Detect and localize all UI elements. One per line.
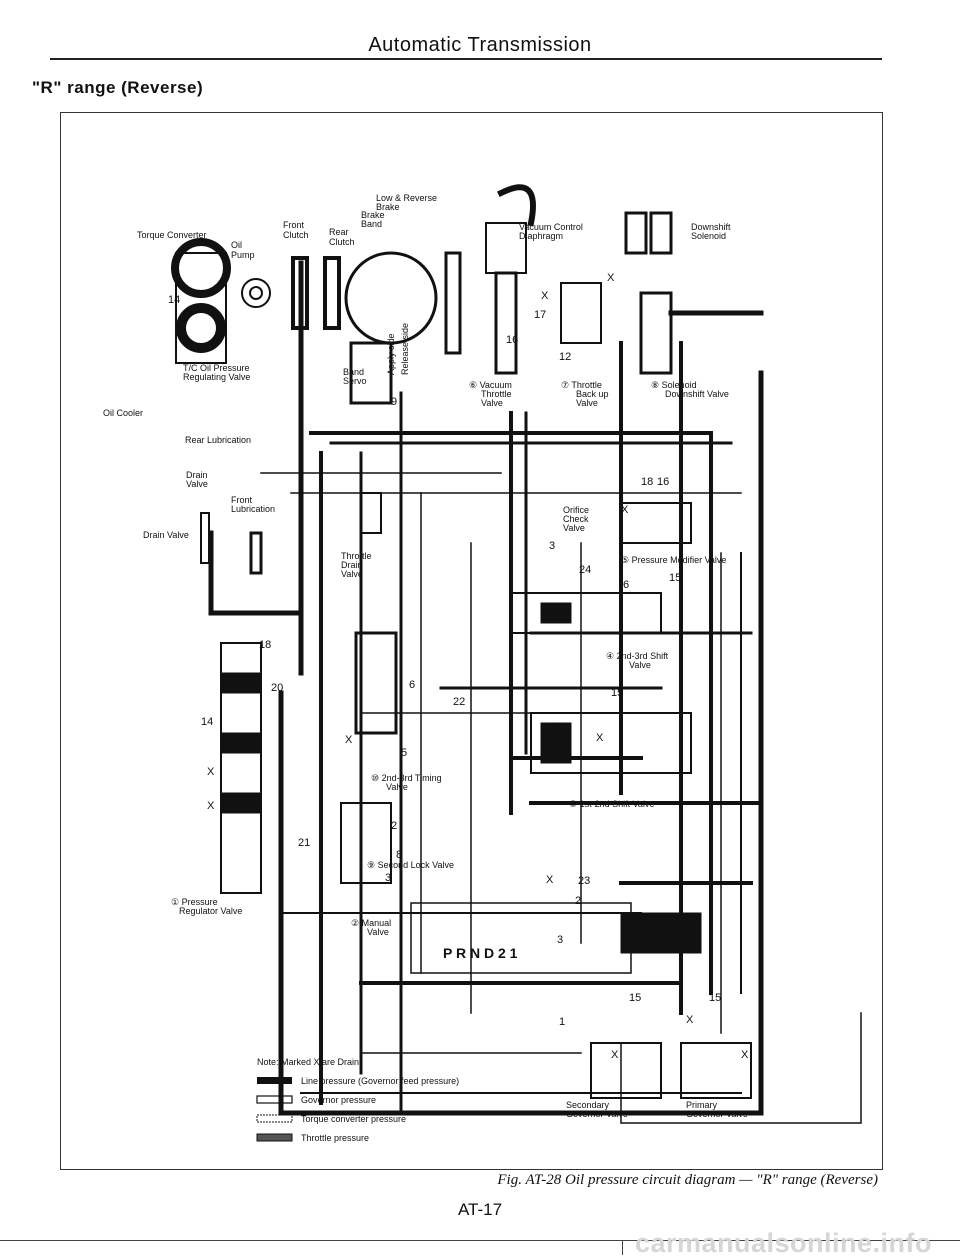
drain-mark: X (596, 732, 604, 744)
line-number: 6 (623, 579, 629, 591)
prnd-label: P R N D 2 1 (443, 945, 518, 961)
line-number: 3 (385, 872, 391, 884)
line-number: 23 (578, 875, 590, 887)
drain-mark: X (207, 800, 215, 812)
line-number: 16 (657, 476, 669, 488)
line-number: 1 (559, 1016, 565, 1028)
drain-mark: X (541, 290, 549, 302)
torque-converter-label: Torque Converter (137, 230, 207, 240)
valve-3-label: ③ 1st-2nd Shift Valve (569, 799, 654, 809)
line-number: 15 (611, 687, 623, 699)
page-header-title: Automatic Transmission (368, 34, 592, 56)
line-number: 16 (506, 334, 518, 346)
legend-swatch-throttle (256, 1133, 293, 1142)
line-number: 3 (549, 540, 555, 552)
line-number: 15 (709, 992, 721, 1004)
line-number: 21 (298, 837, 310, 849)
line-number: 5 (401, 747, 407, 759)
legend-swatch-torque-converter (256, 1114, 293, 1123)
line-number: 17 (534, 309, 546, 321)
release-side-label: Release side (400, 323, 410, 375)
footer-divider (0, 1240, 960, 1241)
legend-swatch-line-pressure (257, 1077, 292, 1084)
footer-tick (622, 1240, 623, 1255)
legend: Line pressure (Governor feed pressure) G… (256, 1076, 459, 1143)
line-number: 2 (575, 895, 581, 907)
rear-lubrication-label: Rear Lubrication (185, 435, 251, 445)
line-number: 18 (641, 476, 653, 488)
line-number: 8 (551, 724, 557, 736)
line-number: 24 (579, 564, 591, 576)
line-number: 20 (271, 682, 283, 694)
section-title: "R" range (Reverse) (32, 78, 204, 97)
apply-side-label: Apply side (386, 333, 396, 375)
figure-caption: Fig. AT-28 Oil pressure circuit diagram … (497, 1172, 878, 1188)
line-number: 22 (453, 696, 465, 708)
drain-mark: X (345, 734, 353, 746)
oil-cooler-label: Oil Cooler (103, 408, 143, 418)
drain-mark: X (207, 766, 215, 778)
line-number: 9 (391, 396, 397, 408)
valve-9-label: ⑨ Second Lock Valve (367, 860, 454, 870)
drain-mark: X (611, 1049, 619, 1061)
line-number: 12 (559, 351, 571, 363)
valve-5-label: ⑤ Pressure Modifier Valve (621, 555, 726, 565)
line-number: 14 (201, 716, 213, 728)
line-number: 15 (669, 572, 681, 584)
legend-swatch-governor (256, 1095, 293, 1104)
watermark: carmanualsonline.info (634, 1228, 932, 1258)
line-number: 2 (391, 820, 397, 832)
header-divider (50, 58, 882, 60)
line-number: 3 (557, 934, 563, 946)
legend-note: Note: Marked X are Drain (257, 1057, 359, 1067)
legend-label: Torque converter pressure (301, 1114, 406, 1124)
drain-mark: X (741, 1049, 749, 1061)
drain-valve-label: Drain Valve (143, 530, 189, 540)
drain-mark: X (607, 272, 615, 284)
drain-mark: X (621, 504, 629, 516)
line-number: 8 (396, 849, 402, 861)
line-number: 15 (629, 992, 641, 1004)
line-number: 18 (259, 639, 271, 651)
drain-mark: X (686, 1014, 694, 1026)
page-number: AT-17 (457, 1200, 503, 1219)
drain-mark: X (546, 874, 554, 886)
line-number: 14 (168, 294, 180, 306)
legend-label: Governor pressure (301, 1095, 376, 1105)
line-number: 6 (409, 679, 415, 691)
legend-label: Line pressure (Governor feed pressure) (301, 1076, 459, 1086)
legend-label: Throttle pressure (301, 1133, 369, 1143)
